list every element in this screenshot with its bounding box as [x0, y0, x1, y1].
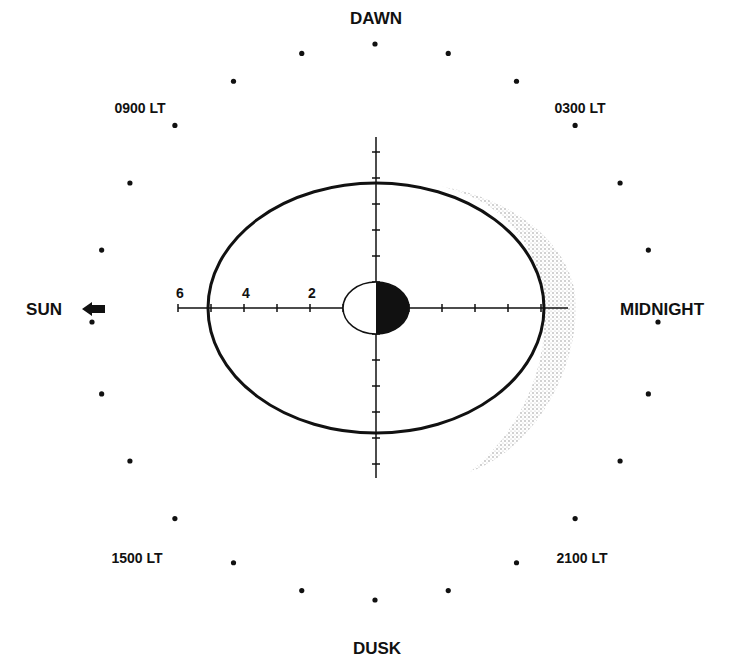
axis-number: 2: [308, 286, 316, 300]
hour-dot: [172, 123, 177, 128]
hour-dot: [99, 247, 104, 252]
axis-tick: [372, 411, 380, 413]
hour-dot: [172, 516, 177, 521]
earth-night-side: [376, 282, 409, 334]
direction-label: MIDNIGHT: [620, 301, 704, 318]
axis-tick: [372, 463, 380, 465]
local-time-label: 2100 LT: [556, 551, 607, 565]
axis-tick: [177, 304, 179, 312]
hour-dot: [446, 51, 451, 56]
hour-dot: [646, 247, 651, 252]
local-time-label: 0300 LT: [554, 101, 605, 115]
sun-arrow: [82, 302, 105, 316]
axis-tick: [372, 437, 380, 439]
hour-dot: [655, 319, 660, 324]
hour-dot: [299, 51, 304, 56]
earth: [343, 282, 409, 334]
hour-dot: [127, 458, 132, 463]
hour-dot: [231, 79, 236, 84]
hour-dot: [372, 41, 377, 46]
hour-dot: [573, 516, 578, 521]
hour-dot: [231, 560, 236, 565]
axis-ticks: [178, 152, 541, 464]
hour-dot: [514, 79, 519, 84]
hour-dot: [299, 588, 304, 593]
hour-dot: [617, 180, 622, 185]
hour-dot: [372, 597, 377, 602]
axis-tick: [372, 177, 380, 179]
local-time-label: 1500 LT: [111, 551, 162, 565]
axis-tick: [540, 304, 542, 312]
direction-label: SUN: [26, 301, 62, 318]
axis-tick: [372, 203, 380, 205]
hour-dot: [446, 588, 451, 593]
local-time-dots: [89, 41, 660, 602]
axis-tick: [441, 304, 443, 312]
axis-tick: [474, 304, 476, 312]
local-time-label: 0900 LT: [114, 101, 165, 115]
hour-dot: [646, 391, 651, 396]
hour-dot: [99, 391, 104, 396]
axis-tick: [309, 304, 311, 312]
axis-tick: [276, 304, 278, 312]
axis-tick: [372, 385, 380, 387]
direction-label: DAWN: [350, 10, 402, 27]
direction-label: DUSK: [353, 640, 401, 657]
axis-tick: [507, 304, 509, 312]
axis-tick: [372, 151, 380, 153]
axes: [178, 137, 568, 478]
axis-tick: [210, 304, 212, 312]
axis-number: 4: [242, 286, 250, 300]
hour-dot: [617, 458, 622, 463]
axis-number: 6: [176, 286, 184, 300]
axis-tick: [372, 359, 380, 361]
hour-dot: [89, 319, 94, 324]
axis-tick: [372, 255, 380, 257]
axis-tick: [372, 229, 380, 231]
hour-dot: [573, 123, 578, 128]
hour-dot: [127, 180, 132, 185]
axis-tick: [243, 304, 245, 312]
hour-dot: [514, 560, 519, 565]
